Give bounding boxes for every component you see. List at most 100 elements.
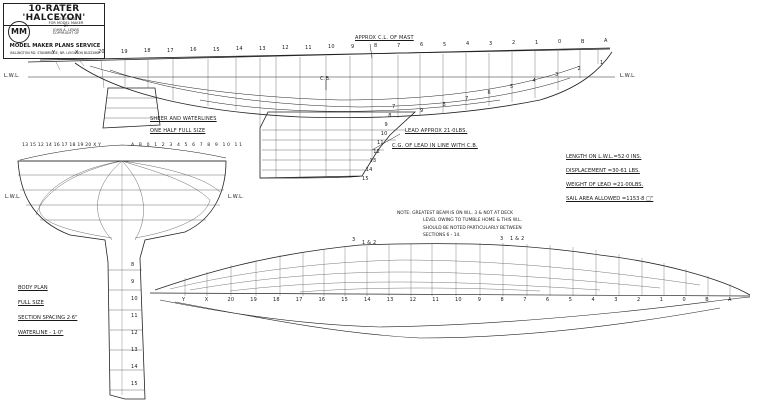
mast-label: APPROX C.L. OF MAST bbox=[355, 35, 414, 41]
keel-number: 11 bbox=[377, 140, 384, 146]
profile-station-label: 0 bbox=[558, 39, 562, 45]
waterline-number: 5 bbox=[510, 84, 514, 90]
note-line-1: NOTE: GREATEST BEAM IS ON W.L. 3 & NOT A… bbox=[397, 211, 514, 216]
hb-mark-12b: 1 & 2 bbox=[510, 236, 525, 242]
waterline-number: 8 bbox=[442, 102, 446, 108]
profile-station-label: 17 bbox=[167, 47, 174, 54]
body-fwd-sections: A B 0 1 2 3 4 5 6 7 8 9 10 11 bbox=[131, 143, 244, 148]
sheer-title: SHEER AND WATERLINES bbox=[150, 116, 217, 122]
profile-station-label: B bbox=[581, 38, 585, 45]
for-label: FOR MODEL MAKER bbox=[48, 20, 84, 25]
profile-station-label: 20 bbox=[98, 49, 105, 55]
keel-number: 13 bbox=[369, 158, 377, 164]
profile-station-label: 14 bbox=[236, 46, 243, 52]
profile-buttock-3 bbox=[199, 99, 501, 112]
half-breadth-station-label: X bbox=[204, 297, 209, 303]
plans-service: MODEL MAKER PLANS SERVICE bbox=[9, 43, 101, 49]
half-breadth-station-label: 8 bbox=[500, 297, 504, 303]
half-breadth-station-label: B bbox=[705, 297, 709, 303]
by-label: BY bbox=[63, 24, 69, 29]
profile-station-label: 12 bbox=[282, 45, 289, 51]
half-breadth-station-label: 1 bbox=[659, 297, 664, 303]
hb-mark-3b: 3 bbox=[500, 236, 504, 242]
half-breadth-station-label: 12 bbox=[409, 297, 417, 303]
profile-deck-line bbox=[39, 48, 611, 61]
keel-bulb-line bbox=[259, 175, 363, 179]
body-plan-sections bbox=[18, 160, 226, 395]
designed-label: DESIGNED bbox=[56, 17, 76, 21]
waterline-number: 3 bbox=[555, 72, 559, 78]
fin-number: 12 bbox=[131, 330, 138, 336]
mast-leader-line bbox=[369, 43, 373, 59]
half-breadth-station-label: 16 bbox=[318, 297, 326, 303]
lwl-label-left: L.W.L. bbox=[4, 73, 20, 79]
waterline-spacing: WATERLINE - 1·0" bbox=[18, 330, 64, 336]
body-plan-title: BODY PLAN bbox=[18, 285, 48, 291]
half-breadth-station-label: 7 bbox=[523, 297, 527, 303]
profile-station-label: 15 bbox=[213, 46, 220, 53]
half-breadth-station-label: Y bbox=[182, 297, 186, 303]
keel-horizontal-lines bbox=[104, 97, 405, 171]
title-block: 10-RATER 'HALCEYON' MM DESIGNED FOR MODE… bbox=[3, 3, 105, 59]
hb-mark-3a: 3 bbox=[352, 237, 356, 243]
waterline-number: 2 bbox=[577, 66, 581, 72]
body-plan-sheer bbox=[19, 144, 227, 161]
drawing-title: 10-RATER 'HALCEYON' bbox=[4, 4, 104, 26]
profile-station-label: 10 bbox=[328, 44, 335, 50]
note-line-3: SHOULD BE NOTED PARTICULARLY BETWEEN bbox=[423, 225, 522, 231]
designer-name: JOHN A. LEWIS bbox=[52, 27, 80, 32]
lwl-label-right: L.W.L. bbox=[620, 73, 636, 79]
half-breadth-station-label: 0 bbox=[682, 297, 686, 303]
fin-number: 13 bbox=[131, 347, 138, 353]
keel-number: 7 bbox=[392, 104, 396, 110]
fin-number: 10 bbox=[131, 296, 138, 302]
profile-station-label: 9 bbox=[351, 43, 355, 50]
fin-number: 15 bbox=[131, 381, 138, 387]
profile-station-label: 3 bbox=[489, 40, 493, 47]
half-breadth-stations bbox=[184, 243, 731, 296]
length-lwl: LENGTH ON L.W.L.=52·0 INS. bbox=[566, 154, 642, 160]
profile-station-label: X bbox=[75, 49, 79, 56]
waterline-number: 4 bbox=[532, 78, 536, 84]
waterline-number: 7 bbox=[465, 96, 469, 102]
keel-number: 10 bbox=[380, 131, 388, 137]
profile-station-label: 6 bbox=[420, 42, 424, 48]
profile-station-label: 16 bbox=[190, 47, 197, 53]
half-breadth-station-label: 15 bbox=[341, 297, 349, 303]
profile-station-label: 1 bbox=[535, 39, 539, 46]
half-breadth-station-label: 19 bbox=[250, 297, 258, 303]
profile-station-label: 13 bbox=[259, 45, 266, 52]
lead-leader-line bbox=[371, 133, 401, 151]
half-breadth-station-label: 3 bbox=[614, 297, 618, 303]
half-breadth-station-label: 2 bbox=[637, 297, 641, 303]
body-plan-scale: FULL SIZE bbox=[18, 300, 44, 306]
profile-station-label: 4 bbox=[466, 41, 470, 47]
profile-station-label: 11 bbox=[305, 44, 312, 51]
keel-number: 15 bbox=[362, 176, 369, 182]
waterline-number: 9 bbox=[420, 108, 424, 114]
fin-number: 9 bbox=[131, 279, 135, 285]
body-lwl-right: L.W.L. bbox=[228, 194, 244, 200]
half-breadth-station-label: 18 bbox=[273, 297, 280, 303]
half-breadth-station-label: 5 bbox=[568, 297, 573, 303]
profile-section-stations bbox=[55, 49, 599, 178]
keel-number: 8 bbox=[388, 113, 392, 119]
displacement: DISPLACEMENT =30·61 LBS. bbox=[566, 168, 640, 174]
body-lwl-left: L.W.L. bbox=[5, 194, 21, 200]
profile-station-label: 2 bbox=[512, 40, 516, 46]
section-spacing: SECTION SPACING 2·6" bbox=[18, 315, 78, 321]
design-particulars: LENGTH ON L.W.L.=52·0 INS. DISPLACEMENT … bbox=[566, 150, 653, 206]
model-maker-logo: MM bbox=[8, 21, 30, 43]
profile-hull-bottom bbox=[74, 51, 613, 119]
keel-number: 12 bbox=[373, 149, 381, 155]
body-aft-sections: 13 15 12 14 16 17 18 19 20 X Y bbox=[22, 143, 102, 148]
cb-label: C.B. bbox=[320, 76, 331, 82]
note-line-2: LEVEL OWING TO TUMBLE HOME & THIS W.L. bbox=[423, 218, 522, 224]
lead-label: LEAD APPROX 21·0LBS. bbox=[405, 128, 468, 134]
profile-station-label: Y bbox=[52, 50, 56, 56]
fin-number: 11 bbox=[131, 313, 138, 319]
profile-buttock-1 bbox=[89, 65, 581, 101]
profile-buttock-2 bbox=[109, 69, 571, 108]
half-breadth-plan bbox=[149, 243, 751, 339]
